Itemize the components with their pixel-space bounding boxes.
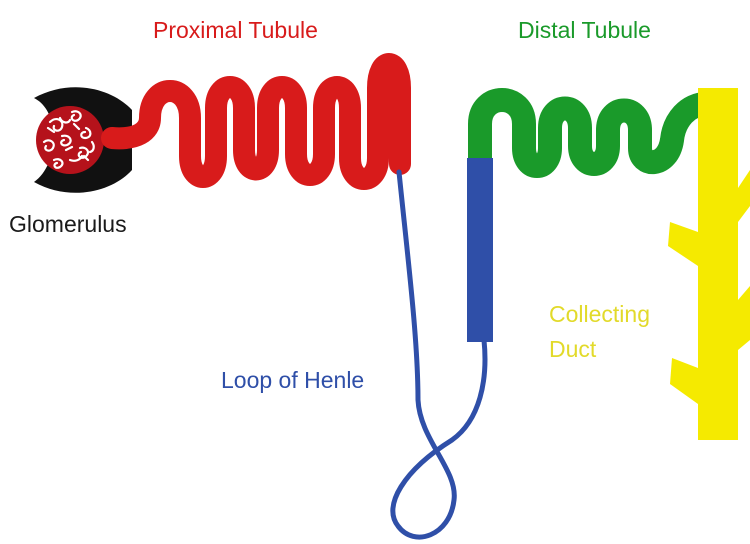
collecting-duct-label-line1: Collecting <box>549 297 689 332</box>
glomerulus <box>36 106 104 174</box>
glomerulus-label: Glomerulus <box>9 213 127 236</box>
collecting-duct-label-line2: Duct <box>549 332 689 367</box>
loop-of-henle-thick-limb <box>467 158 493 342</box>
proximal-tubule-label: Proximal Tubule <box>153 19 318 42</box>
distal-tubule-label: Distal Tubule <box>518 19 651 42</box>
collecting-duct-label: Collecting Duct <box>549 297 689 367</box>
loop-of-henle-label: Loop of Henle <box>221 369 364 392</box>
proximal-tubule <box>112 64 400 179</box>
distal-tubule <box>480 100 706 166</box>
